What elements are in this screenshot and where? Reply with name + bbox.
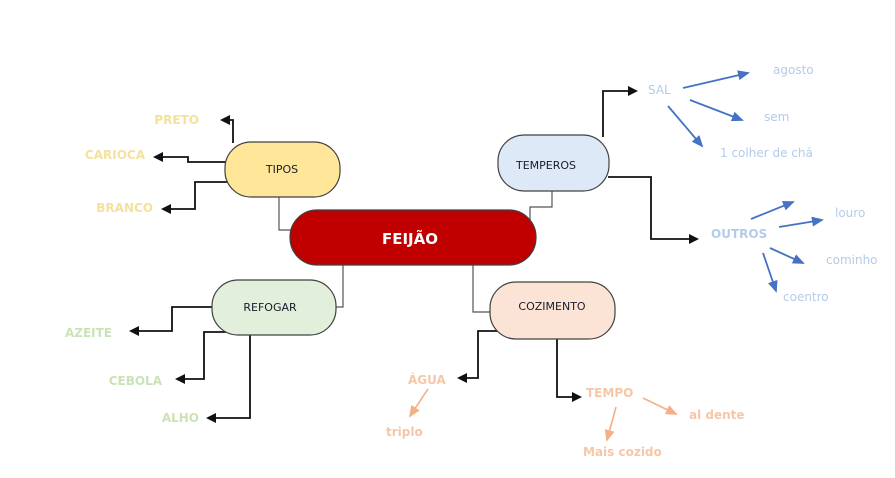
leaf-tempo: TEMPO	[586, 386, 633, 400]
node-feijao[interactable]: FEIJÃO	[289, 209, 537, 266]
leaf-coentro: coentro	[783, 290, 829, 304]
cozimento-leaves: ÁGUA triplo TEMPO al dente Mais cozido	[386, 372, 745, 459]
leaf-agua: ÁGUA	[408, 372, 447, 387]
leaf-cominho: cominho	[826, 253, 878, 267]
center-connectors	[278, 190, 553, 313]
node-refogar-label: REFOGAR	[243, 301, 297, 314]
tipos-leaves: PRETO CARIOCA BRANCO	[85, 113, 199, 215]
outros-arrows	[750, 201, 824, 293]
node-feijao-label: FEIJÃO	[382, 229, 438, 248]
leaf-1-colher: 1 colher de chá	[720, 146, 813, 160]
node-tipos[interactable]: TIPOS	[224, 141, 341, 198]
node-refogar[interactable]: REFOGAR	[211, 279, 337, 336]
leaf-alho: ALHO	[162, 411, 199, 425]
leaf-agosto: agosto	[773, 63, 814, 77]
leaf-branco: BRANCO	[96, 201, 153, 215]
node-cozimento-label: COZIMENTO	[518, 300, 586, 313]
tipos-connectors	[153, 115, 234, 214]
temperos-connectors	[602, 86, 699, 244]
cozimento-arrows	[408, 388, 678, 442]
cozimento-connectors	[457, 330, 582, 402]
node-temperos-label: TEMPEROS	[515, 159, 576, 172]
temperos-leaves: SAL agosto sem 1 colher de chá OUTROS lo…	[648, 63, 878, 304]
node-temperos[interactable]: TEMPEROS	[497, 134, 610, 192]
leaf-carioca: CARIOCA	[85, 148, 146, 162]
leaf-triplo: triplo	[386, 425, 423, 439]
leaf-al-dente: al dente	[689, 408, 745, 422]
leaf-sem: sem	[764, 110, 789, 124]
leaf-preto: PRETO	[154, 113, 199, 127]
node-tipos-label: TIPOS	[265, 163, 298, 176]
leaf-sal: SAL	[648, 83, 671, 97]
leaf-louro: louro	[835, 206, 865, 220]
leaf-azeite: AZEITE	[65, 326, 112, 340]
sal-arrows	[667, 70, 750, 148]
leaf-outros: OUTROS	[711, 227, 767, 241]
refogar-connectors	[129, 306, 251, 423]
leaf-cebola: CEBOLA	[109, 374, 163, 388]
node-cozimento[interactable]: COZIMENTO	[489, 281, 616, 340]
refogar-leaves: AZEITE CEBOLA ALHO	[65, 326, 199, 425]
leaf-mais-cozido: Mais cozido	[583, 445, 662, 459]
